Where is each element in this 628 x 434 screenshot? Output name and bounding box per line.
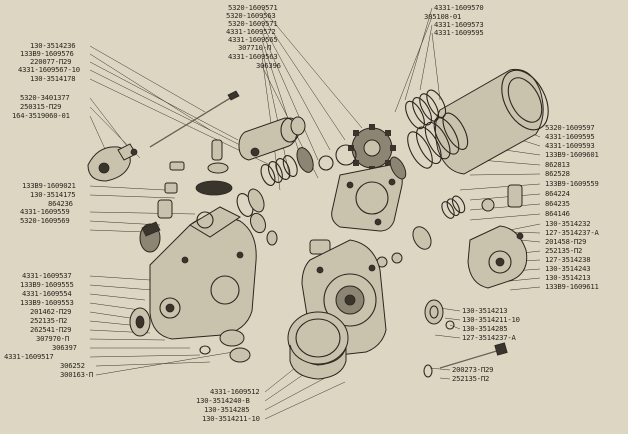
part-label: 864224 (545, 189, 570, 198)
gear-wheel (318, 124, 396, 172)
part-label: 4331-1609570 (434, 3, 484, 12)
part-label: 127-3514237-А (545, 228, 599, 237)
part-label: 130-3514178 (30, 74, 76, 83)
part-label: 4331-1609512 (210, 387, 260, 396)
part-label: 133B9-1609555 (20, 280, 74, 289)
part-label: 252135-П2 (545, 246, 583, 255)
part-label: 201462-П29 (30, 307, 72, 316)
part-label: 4331-1609517 (4, 352, 54, 361)
part-label: 4331-1609537 (22, 271, 72, 280)
part-label: 130-3514243 (545, 264, 591, 273)
part-label: 307710-П (238, 43, 272, 52)
part-label: 4331-1609572 (226, 27, 276, 36)
part-label: 4331-1609565 (228, 35, 278, 44)
part-label: 164-3519060-01 (12, 111, 70, 120)
small-parts-upper (164, 139, 233, 196)
power-cylinder (434, 68, 549, 175)
part-label: 133B9-1609601 (545, 150, 599, 159)
part-label: 4331-1609593 (545, 141, 595, 150)
ball-joint (87, 143, 138, 182)
part-label: 4331-1609595 (545, 132, 595, 141)
part-label: 133B9-1609553 (20, 298, 74, 307)
part-label: 130-3514240-В (196, 396, 250, 405)
part-label: 4331-1609559 (20, 207, 70, 216)
part-label: 130-3514213 (545, 273, 591, 282)
part-label: 5320-1609563 (226, 11, 276, 20)
part-label: 307970-П (36, 334, 70, 343)
valve-body-right (412, 184, 528, 289)
part-label: 262541-П29 (30, 325, 72, 334)
part-label: 306396 (256, 61, 281, 70)
part-label: 4331-1609573 (434, 20, 484, 29)
pump-sleeve (287, 311, 349, 380)
part-label: 5320-3401377 (20, 93, 70, 102)
part-label: 130-3514232 (545, 219, 591, 228)
part-label: 133B9-1609021 (22, 181, 76, 190)
part-label: 130-3514211-10 (202, 414, 260, 423)
spring-stack-center (236, 147, 314, 217)
part-label: 306397 (52, 343, 77, 352)
part-label: 133B9-1609559 (545, 179, 599, 188)
valve-housing (129, 206, 257, 340)
part-label: 4331-1609595 (434, 28, 484, 37)
part-label: 5320-1609571 (228, 3, 278, 12)
part-label: 4331-1609567-10 (18, 65, 80, 74)
valve-plug-left (139, 199, 173, 253)
bolt (423, 342, 508, 378)
part-label: 864235 (545, 199, 570, 208)
part-label: 862813 (545, 160, 570, 169)
part-label: 5320-1609569 (20, 216, 70, 225)
part-label: 864236 (48, 199, 73, 208)
part-label: 130-3514285 (462, 324, 508, 333)
part-label: 133B9-1609576 (20, 49, 74, 58)
control-rod (149, 90, 240, 148)
part-label: 127-3514237-А (462, 333, 516, 342)
part-label: 5320-1609597 (545, 123, 595, 132)
seal-washers (424, 299, 455, 330)
part-label: 864146 (545, 209, 570, 218)
flange-plate (331, 164, 403, 232)
part-label: 862528 (545, 169, 570, 178)
part-label: 300163-П (60, 370, 94, 379)
part-label: 4331-1609554 (22, 289, 72, 298)
part-label: 133B9-1609611 (545, 282, 599, 291)
part-label: 130-3514213 (462, 306, 508, 315)
part-label: 252135-П2 (452, 374, 490, 383)
part-label: 200273-П29 (452, 365, 494, 374)
valve-cylinder (238, 116, 306, 161)
part-label: 250315-П29 (20, 102, 62, 111)
part-label: 201458-П29 (545, 237, 587, 246)
part-label: 130-3514236 (30, 41, 76, 50)
part-label: 305108-01 (424, 12, 462, 21)
spring-stack-right (389, 89, 469, 180)
part-label: 127-3514238 (545, 255, 591, 264)
part-label: 306252 (60, 361, 85, 370)
part-label: 4331-1609563 (228, 52, 278, 61)
part-label: 220077-П29 (30, 57, 72, 66)
part-label: 130-3514211-10 (462, 315, 520, 324)
small-parts-lower (199, 212, 403, 363)
part-label: 130-3514285 (204, 405, 250, 414)
part-label: 252135-П2 (30, 316, 68, 325)
part-label: 130-3514175 (30, 190, 76, 199)
part-label: 5320-1609571 (228, 19, 278, 28)
